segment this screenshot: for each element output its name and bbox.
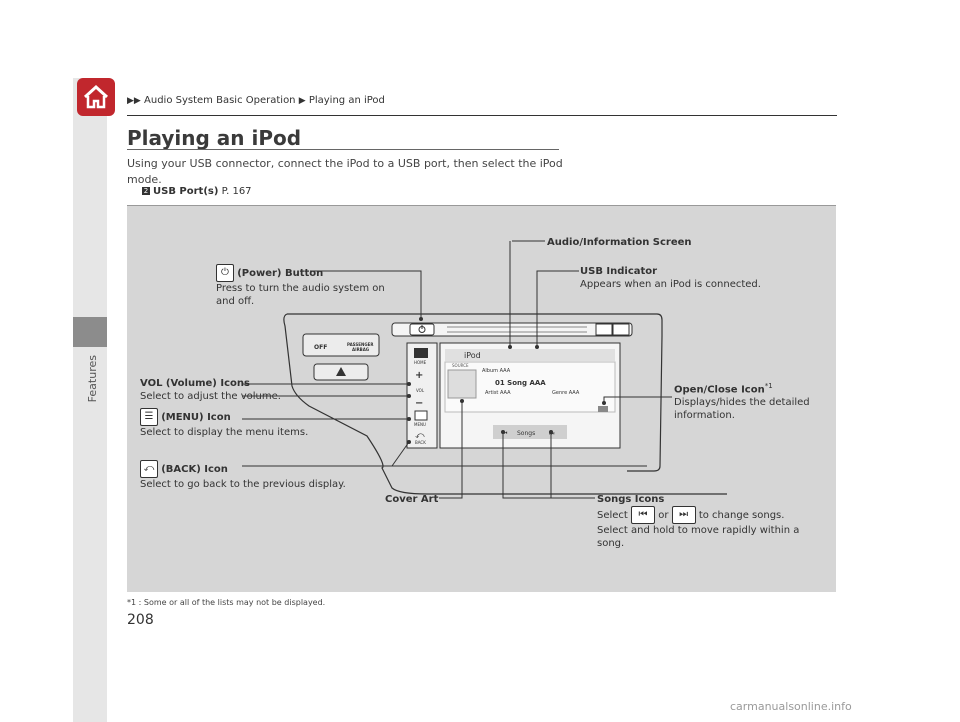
- album-text: Album AAA: [482, 368, 511, 374]
- breadcrumb-section[interactable]: Audio System Basic Operation: [144, 95, 296, 106]
- svg-text:⤺: ⤺: [415, 431, 425, 441]
- vol-label: VOL: [416, 388, 425, 393]
- svg-text:AIRBAG: AIRBAG: [352, 347, 369, 352]
- breadcrumb-arrow-icon: ▶▶: [127, 96, 141, 106]
- page-title: Playing an iPod: [127, 126, 302, 150]
- callout-vol-icons: VOL (Volume) Icons Select to adjust the …: [140, 378, 281, 402]
- footnote: *1 : Some or all of the lists may not be…: [127, 598, 326, 607]
- home-button[interactable]: [77, 78, 115, 116]
- watermark: carmanualsonline.info: [730, 700, 852, 713]
- intro-text: Using your USB connector, connect the iP…: [127, 157, 563, 186]
- figure-panel: OFF PASSENGER AIRBAG iPod Album AAA 01 S…: [127, 205, 836, 592]
- page-number: 208: [127, 612, 154, 628]
- sidebar-label: Features: [86, 355, 99, 403]
- svg-text:PASSENGER: PASSENGER: [347, 342, 373, 347]
- callout-open-close-icon: Open/Close Icon*1 Displays/hides the det…: [674, 382, 810, 422]
- artist-text: Artist AAA: [485, 390, 511, 396]
- xref-label: USB Port(s): [153, 186, 219, 197]
- back-label: BACK: [415, 440, 426, 445]
- callout-back-icon: ⤺ (BACK) Icon Select to go back to the p…: [140, 460, 360, 491]
- songs-button-label: Songs: [517, 430, 535, 437]
- screen-title: iPod: [464, 351, 481, 360]
- callout-usb-indicator: USB Indicator Appears when an iPod is co…: [580, 266, 761, 290]
- genre-text: Genre AAA: [552, 390, 580, 396]
- callout-power-button: ⏻ (Power) Button Press to turn the audio…: [216, 264, 386, 308]
- header-divider: [127, 115, 837, 116]
- skip-back-icon: ⏮: [631, 506, 656, 524]
- off-label: OFF: [314, 344, 327, 351]
- svg-text:+: +: [415, 370, 423, 381]
- reference-arrow-icon: 2: [142, 187, 150, 195]
- back-icon: ⤺: [140, 460, 158, 478]
- power-icon: ⏻: [216, 264, 234, 282]
- menu-icon: ☰: [140, 408, 158, 426]
- svg-text:⏮: ⏮: [502, 430, 508, 437]
- source-label: SOURCE: [452, 363, 469, 368]
- breadcrumb: ▶▶ Audio System Basic Operation ▶ Playin…: [127, 95, 385, 106]
- svg-text:−: −: [415, 398, 423, 409]
- home-label: HOME: [414, 360, 427, 365]
- breadcrumb-arrow-icon: ▶: [298, 96, 306, 106]
- skip-forward-icon: ⏭: [671, 506, 696, 524]
- sidebar: [73, 78, 107, 722]
- breadcrumb-page: Playing an iPod: [308, 95, 385, 106]
- callout-audio-screen: Audio/Information Screen: [547, 237, 692, 248]
- song-text: 01 Song AAA: [495, 379, 546, 387]
- head-unit-illustration: OFF PASSENGER AIRBAG iPod Album AAA 01 S…: [242, 240, 727, 499]
- callout-cover-art: Cover Art: [385, 494, 439, 505]
- menu-label: MENU: [414, 422, 426, 427]
- callout-songs-icons: Songs Icons Select ⏮ or ⏭ to change song…: [597, 494, 800, 549]
- sidebar-tab: [73, 317, 107, 347]
- home-icon: [83, 84, 109, 109]
- xref-page: P. 167: [221, 186, 252, 197]
- title-divider: [127, 149, 559, 150]
- callout-menu-icon: ☰ (MENU) Icon Select to display the menu…: [140, 408, 330, 439]
